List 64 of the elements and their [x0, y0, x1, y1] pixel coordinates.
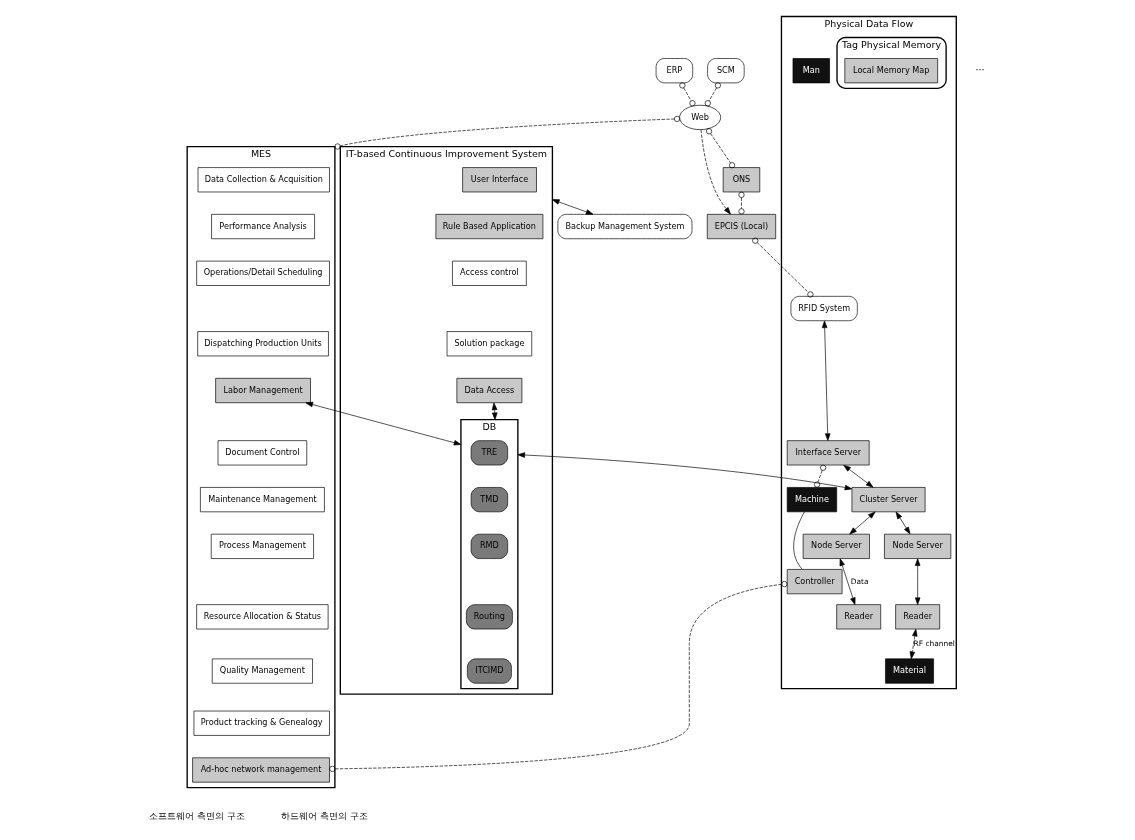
node-box: SCM	[706, 58, 744, 84]
node-box: ONS	[722, 167, 760, 193]
node-box: Process Management	[210, 533, 314, 559]
node-box: Man	[792, 58, 830, 84]
node-box: Reader	[835, 604, 881, 630]
connector	[751, 237, 813, 298]
arrow	[895, 511, 910, 535]
node-box: RMD	[470, 533, 508, 559]
arrow	[700, 129, 731, 215]
label: 하드웨어 측면의 구조	[280, 810, 368, 822]
connector	[737, 191, 744, 215]
connector	[334, 115, 680, 150]
node-box: Material	[884, 658, 934, 684]
connector	[792, 511, 805, 570]
node-box: RFID System	[790, 296, 858, 322]
node-box: Labor Management	[214, 378, 311, 404]
node-box: Routing	[465, 604, 513, 630]
node-box: Resource Allocation & Status	[195, 604, 328, 630]
node-box: Node Server	[802, 533, 870, 559]
node-box: Rule Based Application	[435, 214, 543, 240]
node-box: Quality Management	[211, 658, 313, 684]
node-box: Backup Management System	[557, 214, 692, 240]
connector	[678, 82, 695, 107]
node-box: Interface Server	[786, 440, 870, 466]
node-box: Product tracking & Genealogy	[193, 710, 330, 736]
node-box: EPCIS (Local)	[706, 214, 776, 240]
label: ···	[974, 64, 985, 76]
node-ellipse: Web	[678, 104, 721, 130]
node-box: Controller	[786, 569, 842, 595]
arrow	[909, 628, 917, 660]
node-box: Access control	[451, 260, 527, 286]
node-box: Operations/Detail Scheduling	[195, 260, 330, 286]
arrow	[517, 452, 852, 491]
node-box: Dispatching Production Units	[196, 331, 329, 357]
node-box: TRE	[470, 440, 508, 466]
node-box: Machine	[786, 487, 837, 513]
arrow	[821, 320, 830, 441]
arrow	[839, 558, 855, 605]
arrow	[305, 401, 461, 446]
node-box: Maintenance Management	[199, 487, 325, 513]
node-box: Reader	[894, 604, 940, 630]
node-box: TMD	[470, 487, 508, 513]
arrow	[551, 199, 593, 215]
label: 소프트웨어 측면의 구조	[148, 810, 245, 822]
node-box: ITCIMD	[466, 658, 512, 684]
node-box: ERP	[655, 58, 693, 84]
connector	[328, 581, 787, 772]
node-box: Node Server	[883, 533, 951, 559]
node-box: Data Collection & Acquisition	[197, 167, 330, 193]
connector	[704, 82, 721, 107]
node-box: User Interface	[461, 167, 537, 193]
arrow	[914, 558, 920, 605]
connector	[705, 128, 735, 169]
node-box: Solution package	[446, 331, 532, 357]
arrow	[842, 464, 873, 488]
connector	[813, 464, 826, 488]
node-box: Document Control	[217, 440, 307, 466]
node-box: Data Access	[456, 378, 522, 404]
node-box: Ad-hoc network management	[191, 757, 330, 783]
node-box: Local Memory Map	[843, 58, 938, 84]
node-box: Cluster Server	[851, 487, 925, 513]
arrow	[848, 511, 875, 535]
node-box: Performance Analysis	[210, 214, 315, 240]
arrow	[491, 402, 497, 420]
